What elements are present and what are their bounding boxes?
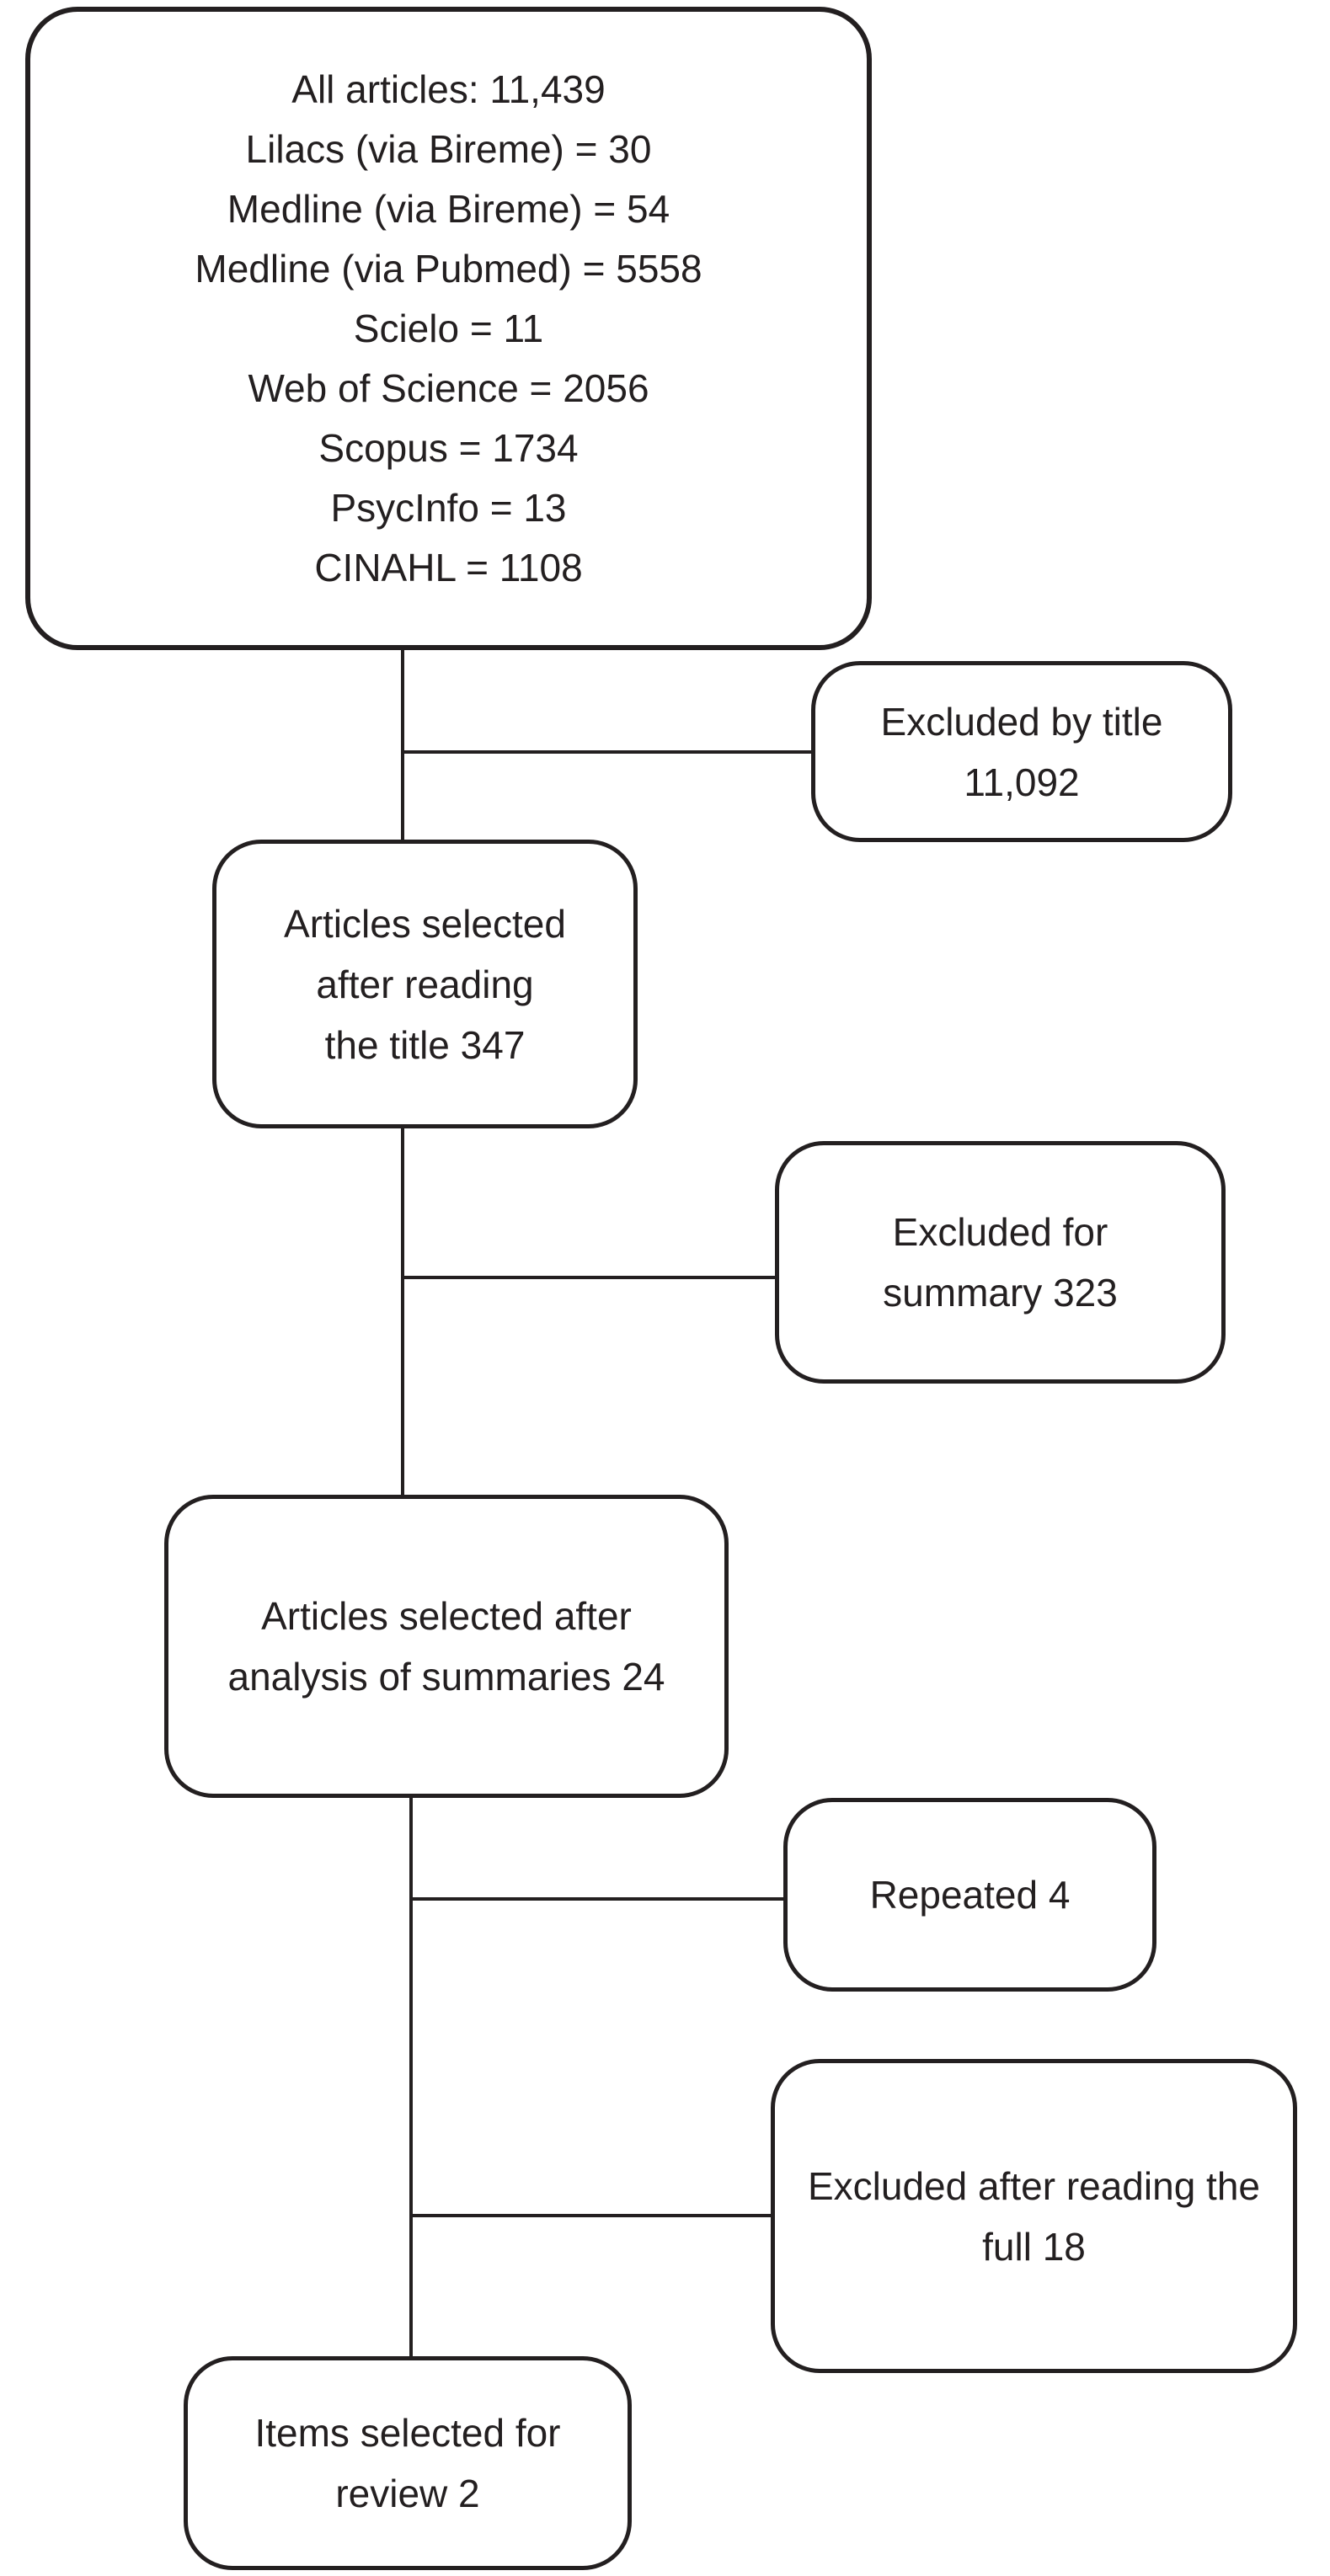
node-line: after reading <box>316 962 534 1006</box>
node-line: Articles selected <box>284 901 566 946</box>
node-line: Lilacs (via Bireme) = 30 <box>245 126 652 171</box>
node-articles-selected-after-title: Articles selected after reading the titl… <box>212 840 638 1128</box>
node-line: Articles selected after <box>261 1594 632 1638</box>
node-line: analysis of summaries 24 <box>227 1655 665 1699</box>
node-all-articles: All articles: 11,439 Lilacs (via Bireme)… <box>25 7 872 650</box>
node-line: Items selected for <box>254 2411 561 2455</box>
node-repeated: Repeated 4 <box>783 1798 1156 1992</box>
node-excluded-for-summary: Excluded for summary 323 <box>775 1141 1226 1384</box>
node-excluded-by-title: Excluded by title 11,092 <box>811 661 1232 842</box>
node-excluded-after-full-reading: Excluded after reading the full 18 <box>771 2059 1297 2373</box>
connector-branch-excluded-title <box>403 750 813 754</box>
node-line: full 18 <box>982 2224 1086 2269</box>
node-line: Scopus = 1734 <box>318 425 579 470</box>
connector-spine-top <box>401 650 404 842</box>
node-line: the title 347 <box>324 1022 526 1067</box>
connector-spine-bottom <box>409 1796 413 2359</box>
node-line: review 2 <box>335 2472 480 2515</box>
node-line: Repeated 4 <box>869 1873 1071 1917</box>
node-line: Medline (via Bireme) = 54 <box>227 186 670 231</box>
node-line: 11,092 <box>964 760 1080 804</box>
node-line: Medline (via Pubmed) = 5558 <box>195 246 702 291</box>
node-line: Excluded by title <box>880 699 1163 744</box>
connector-branch-excluded-summary <box>403 1276 777 1279</box>
node-line: Excluded for <box>892 1210 1108 1254</box>
node-line: All articles: 11,439 <box>291 67 606 111</box>
node-line: Web of Science = 2056 <box>248 365 649 410</box>
connector-spine-middle <box>401 1127 404 1497</box>
connector-branch-repeated <box>411 1897 785 1901</box>
node-line: CINAHL = 1108 <box>314 545 583 589</box>
connector-branch-excluded-full <box>411 2214 772 2217</box>
node-items-selected-for-review: Items selected for review 2 <box>184 2356 632 2570</box>
node-line: Excluded after reading the <box>807 2163 1261 2208</box>
node-line: summary 323 <box>883 1271 1118 1315</box>
node-articles-selected-after-summaries: Articles selected after analysis of summ… <box>164 1495 729 1798</box>
node-line: PsycInfo = 13 <box>330 485 567 530</box>
node-line: Scielo = 11 <box>353 306 544 350</box>
